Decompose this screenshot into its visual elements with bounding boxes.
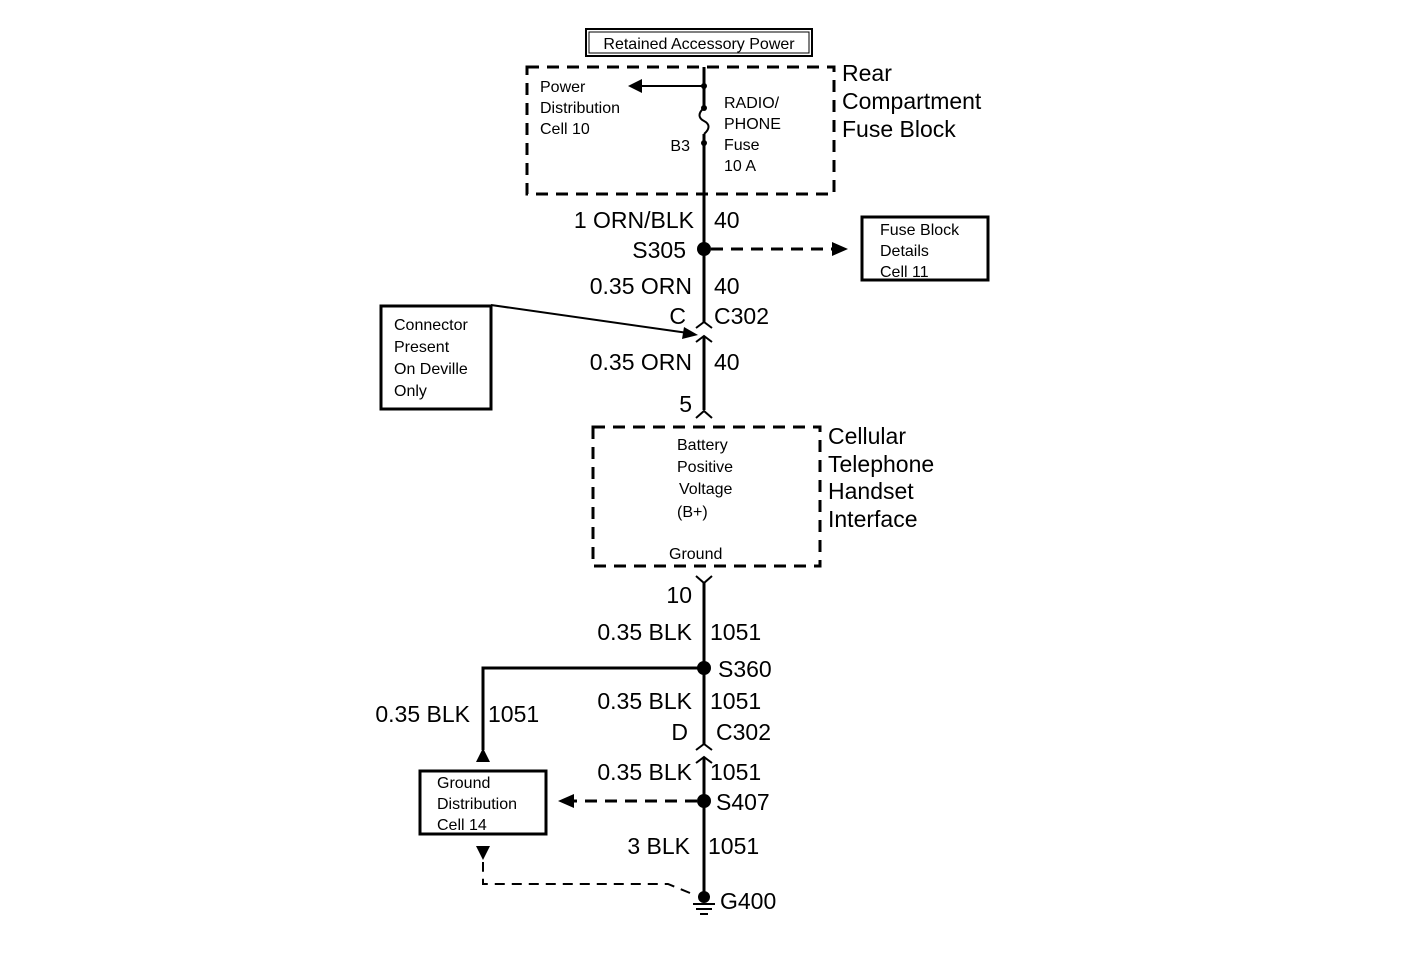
power-distribution-arrowhead [628,79,642,93]
rear-fuse-block-line-2: Compartment [842,88,982,114]
svg-text:Positive: Positive [677,459,733,476]
rear-fuse-block-outline [525,65,836,196]
rear-fuse-block-line-3: Fuse Block [842,116,956,142]
svg-text:Fuse: Fuse [724,137,760,154]
splice-s407 [697,794,711,808]
wire-1-circuit: 40 [714,207,740,233]
c302-lower-name: C302 [716,719,771,745]
wire-7-gauge: 3 BLK [627,833,690,859]
interface-pin-5-connector-icon [695,409,713,419]
svg-text:Details: Details [880,243,929,260]
svg-text:Only: Only [394,383,427,400]
interface-pin-10-connector-icon [695,575,713,585]
branch-wire-gauge: 0.35 BLK [375,701,470,727]
svg-text:Telephone: Telephone [828,451,934,477]
radio-phone-fuse-label: RADIO/ PHONE Fuse 10 A [724,95,781,175]
ground-symbol-icon [693,903,715,915]
c302-lower-female-icon [695,742,713,751]
wire-2-gauge: 0.35 ORN [590,273,692,299]
svg-text:Fuse Block: Fuse Block [880,222,960,239]
splice-s360-label: S360 [718,656,772,682]
interface-pin-10: 10 [666,582,692,608]
c302-pin-d: D [671,719,688,745]
svg-text:Cell 11: Cell 11 [880,264,929,281]
connector-note-box: Connector Present On Deville Only [379,304,493,411]
fuse-element-icon [698,107,710,135]
svg-text:Distribution: Distribution [540,100,620,117]
handset-interface-outline [591,425,822,568]
retained-accessory-power-label: Retained Accessory Power [585,28,813,57]
wire-1-gauge: 1 ORN/BLK [574,207,695,233]
wire-3-circuit: 40 [714,349,740,375]
wire-4-gauge: 0.35 BLK [597,619,692,645]
battery-positive-voltage-label: Battery Positive Voltage (B+) [677,437,733,521]
c302-upper-female-icon [695,320,713,329]
c302-pin-c: C [669,303,686,329]
c302-upper-name: C302 [714,303,769,329]
wire-5-gauge: 0.35 BLK [597,688,692,714]
rear-fuse-block-name: Rear Compartment Fuse Block [842,60,982,142]
wire-4-circuit: 1051 [710,619,761,645]
ground-return-arrowhead [476,846,490,860]
svg-text:10 A: 10 A [724,158,756,175]
fuse-block-details-arrowhead [832,242,848,256]
svg-text:Ground: Ground [437,775,490,792]
ground-g400-label: G400 [720,888,776,914]
fuse-block-details-box: Fuse Block Details Cell 11 [860,215,990,282]
svg-text:(B+): (B+) [677,504,708,521]
svg-text:Distribution: Distribution [437,796,517,813]
wire-6-circuit: 1051 [710,759,761,785]
splice-s305-label: S305 [632,237,686,263]
wire-3-gauge: 0.35 ORN [590,349,692,375]
branch-arrowhead [476,748,490,762]
ground-return-link [482,862,691,894]
connector-note-arrowhead [682,327,698,339]
svg-text:Cell 10: Cell 10 [540,121,590,138]
power-distribution-ref: Power Distribution Cell 10 [540,79,620,138]
ground-g400-node [698,891,710,903]
rear-fuse-block-line-1: Rear [842,60,892,86]
wire-6-gauge: 0.35 BLK [597,759,692,785]
wire-2-circuit: 40 [714,273,740,299]
wire-7-circuit: 1051 [708,833,759,859]
svg-text:Voltage: Voltage [679,481,732,498]
svg-text:Connector: Connector [394,317,468,334]
wire-5-circuit: 1051 [710,688,761,714]
svg-text:On Deville: On Deville [394,361,468,378]
fuse-terminal-b3: B3 [670,138,690,155]
svg-text:PHONE: PHONE [724,116,781,133]
svg-text:Interface: Interface [828,506,918,532]
branch-wire-circuit: 1051 [488,701,539,727]
interface-pin-5: 5 [679,391,692,417]
svg-text:Battery: Battery [677,437,728,454]
splice-s407-label: S407 [716,789,770,815]
branch-wire [481,666,704,750]
svg-text:Present: Present [394,339,450,356]
svg-text:Handset: Handset [828,478,914,504]
interface-ground-label: Ground [669,546,722,563]
title-text: Retained Accessory Power [603,36,795,53]
ground-distribution-arrowhead [558,794,574,808]
splice-s305 [697,242,711,256]
handset-interface-name: Cellular Telephone Handset Interface [828,423,934,532]
svg-text:Cellular: Cellular [828,423,906,449]
svg-text:Power: Power [540,79,586,96]
connector-note-leader [490,304,689,334]
svg-text:RADIO/: RADIO/ [724,95,780,112]
ground-distribution-box: Ground Distribution Cell 14 [418,769,548,836]
svg-text:Cell 14: Cell 14 [437,817,487,834]
